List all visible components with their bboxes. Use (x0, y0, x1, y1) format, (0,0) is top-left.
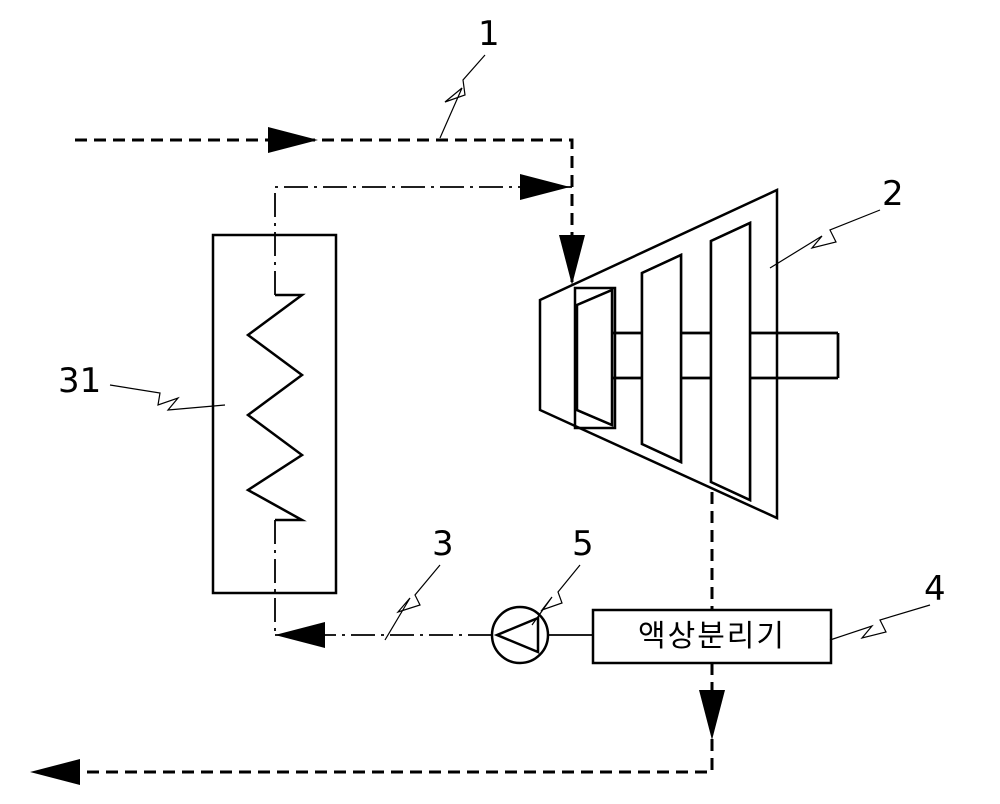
inlet-line (75, 140, 572, 285)
leader-4 (830, 605, 930, 640)
outlet-arrow-left (30, 759, 80, 785)
outlet-arrow-down (699, 690, 725, 740)
heated-return-line (275, 187, 572, 295)
ref-numeral-5: 5 (572, 524, 594, 564)
heat-exchanger-coil (248, 295, 302, 520)
inlet-arrow-right (268, 127, 318, 153)
leader-lines (110, 55, 930, 640)
ref-numeral-2: 2 (882, 174, 904, 214)
pump-triangle-icon (497, 618, 538, 652)
inlet-arrow-down (559, 235, 585, 285)
liquid-return-arrow (275, 622, 325, 648)
ref-numeral-4: 4 (924, 569, 946, 609)
leader-3 (385, 565, 440, 640)
leader-2 (770, 210, 880, 268)
outlet-line (80, 663, 712, 772)
pump-circle (492, 607, 548, 663)
ref-numeral-1: 1 (478, 14, 500, 54)
heated-return-arrow (520, 174, 570, 200)
ref-numeral-31: 31 (58, 361, 101, 401)
leader-1 (440, 55, 485, 138)
leader-31 (110, 385, 225, 410)
liquid-separator-label: 액상분리기 (638, 619, 786, 654)
ref-numeral-3: 3 (432, 524, 454, 564)
